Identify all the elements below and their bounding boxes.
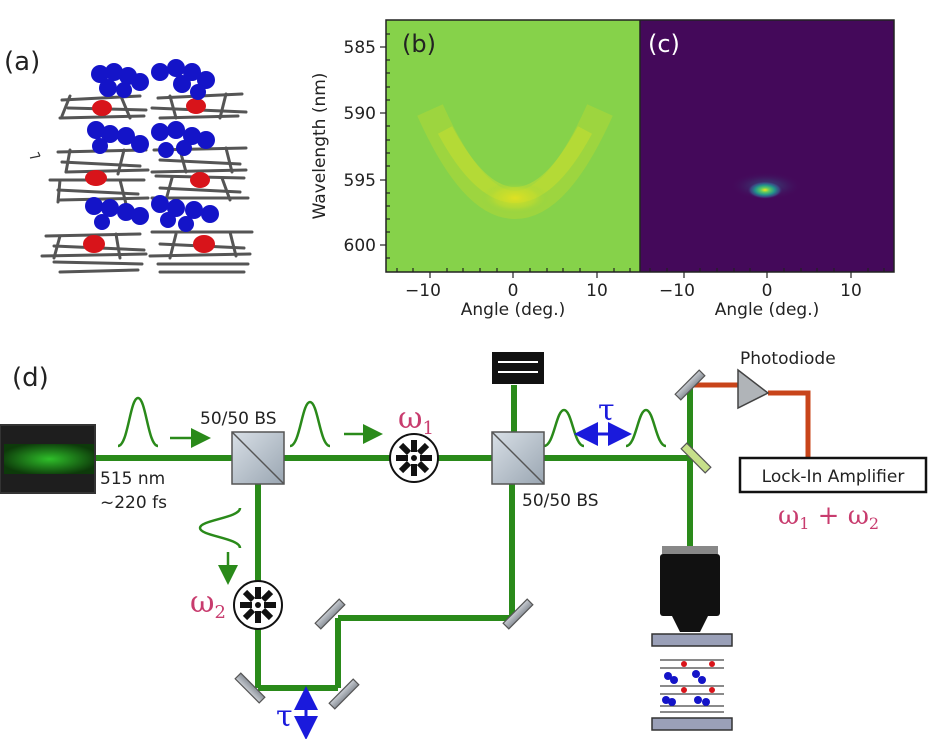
panel-d-label: (d)	[12, 363, 49, 393]
mirror-1	[234, 672, 266, 704]
x-tick-labels: −10 0 10 −10 0 10	[405, 281, 862, 301]
c-x-axis-label: Angle (deg.)	[715, 300, 820, 320]
beam-block	[492, 352, 544, 384]
spectrum-panel-b	[386, 20, 640, 272]
panel-c-label: (c)	[648, 30, 680, 58]
y-tick-600: 600	[344, 236, 376, 256]
electrical-signal-line	[694, 382, 811, 458]
b-x-tick-10: 10	[586, 281, 608, 301]
photodiode-symbol	[737, 368, 770, 410]
panel-a-label: (a)	[4, 47, 40, 77]
pulse-width-label: ~220 fs	[100, 493, 167, 513]
laser-source	[0, 424, 96, 494]
pulse-5	[198, 507, 242, 549]
propagation-arrows	[170, 424, 383, 585]
omega1-label: ω1	[398, 401, 434, 439]
y-axis-ticks	[380, 33, 390, 259]
tau-label-1: τ	[598, 393, 615, 428]
bs2-label: 50/50 BS	[522, 491, 599, 511]
b-x-axis-label: Angle (deg.)	[461, 300, 566, 320]
b-x-tick-neg10: −10	[405, 281, 441, 301]
omega2-label: ω2	[190, 585, 226, 623]
panel-b-background	[386, 20, 640, 272]
dispersion-peak	[481, 182, 549, 214]
y-tick-590: 590	[344, 104, 376, 124]
molecular-structure-illustration	[29, 59, 254, 274]
y-tick-585: 585	[344, 38, 376, 58]
bs1-label: 50/50 BS	[200, 409, 277, 429]
photodiode-label: Photodiode	[740, 349, 836, 369]
y-tick-labels: 585 590 595 600	[344, 38, 376, 256]
pulse-3	[543, 408, 585, 448]
x-axis-ticks	[396, 268, 885, 278]
lock-in-amplifier-box	[738, 456, 928, 494]
panel-b-label: (b)	[402, 30, 436, 58]
sum-frequency-label: ω1 + ω2	[778, 501, 879, 533]
laser-beam-path	[95, 385, 693, 691]
pulse-4	[625, 408, 667, 448]
y-tick-595: 595	[344, 171, 376, 191]
b-x-tick-0: 0	[508, 281, 519, 301]
mirrors	[234, 369, 712, 710]
chopper-omega1	[389, 433, 439, 483]
c-x-tick-neg10: −10	[659, 281, 695, 301]
mirror-4	[502, 598, 534, 630]
laser-wavelength-label: 515 nm	[100, 469, 165, 489]
panel-c-background	[640, 20, 894, 272]
beam-splitter-1	[231, 431, 285, 485]
beam-splitter-2	[491, 431, 545, 485]
mirror-2	[328, 678, 360, 710]
chopper-omega2	[233, 580, 283, 630]
pulse-2	[289, 400, 331, 448]
microscope-objective	[660, 546, 720, 632]
c-x-tick-0: 0	[762, 281, 773, 301]
c-x-tick-10: 10	[840, 281, 862, 301]
tau-label-2: τ	[276, 699, 293, 734]
lock-in-amplifier-label: Lock-In Amplifier	[762, 467, 905, 487]
sample-cell	[651, 633, 733, 731]
mirror-5	[674, 369, 706, 401]
dichroic-mirror	[680, 442, 712, 474]
y-axis-label: Wavelength (nm)	[310, 73, 330, 220]
pulse-1	[117, 396, 159, 448]
mirror-3	[314, 598, 346, 630]
emission-spot	[747, 181, 783, 199]
spectrum-panel-c	[640, 20, 894, 272]
